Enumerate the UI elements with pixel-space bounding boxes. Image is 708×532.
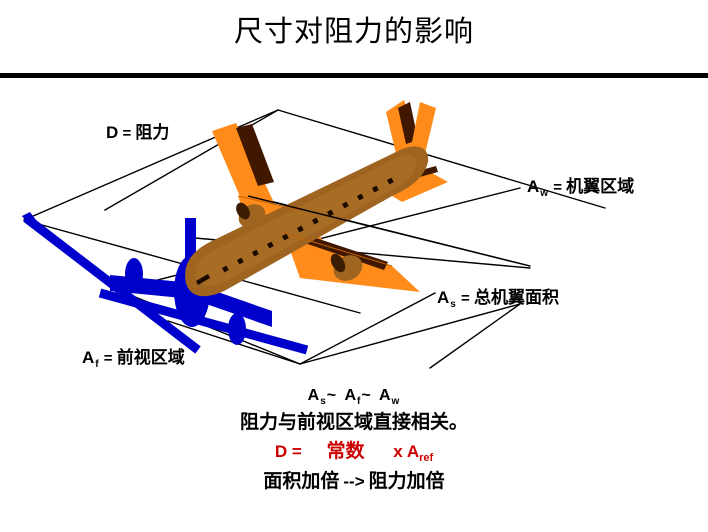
frontal-plane-edge	[98, 288, 309, 355]
aw-subscript: w	[391, 396, 400, 407]
aircraft-diagram	[0, 78, 708, 388]
wireframe-line	[277, 109, 606, 209]
aircraft-engine-left	[236, 202, 266, 228]
drag-text: 阻力	[135, 123, 170, 142]
page-title: 尺寸对阻力的影响	[233, 16, 474, 48]
cockpit-window	[196, 274, 210, 285]
aircraft-diagram-svg	[22, 100, 606, 369]
as-symbol: A	[307, 387, 320, 404]
implies-arrow: -->	[343, 472, 365, 491]
frontal-area-equals: =	[103, 350, 113, 367]
leader-line-aw	[247, 195, 531, 267]
footer-block: As~ Af~ Aw 阻力与前视区域直接相关。 D = 常数 x Aref 面积…	[0, 387, 708, 492]
relation-statement: 阻力与前视区域直接相关。	[239, 412, 468, 433]
aircraft-engine-right	[330, 253, 363, 281]
total-wing-area-symbol: A	[437, 288, 450, 307]
frontal-right-engine	[228, 313, 246, 345]
stabilizer-stripe	[236, 124, 274, 186]
aw-symbol: A	[378, 387, 391, 404]
drag-equals: =	[122, 125, 132, 142]
drag-times: x	[393, 442, 403, 461]
tilde-2: ~	[361, 387, 371, 404]
af-subscript: f	[357, 396, 361, 407]
wing-edge	[237, 195, 301, 211]
drag-area-symbol: A	[406, 442, 420, 461]
wireframe-line	[299, 303, 521, 365]
wing-area-symbol: A	[527, 177, 540, 196]
wing-area-text: 机翼区域	[566, 177, 635, 196]
label-frontal-area: Af = 前视区域	[82, 348, 185, 370]
wing-area-subscript: w	[540, 188, 549, 199]
doubling-cause: 面积加倍	[263, 471, 340, 492]
total-wing-area-subscript: s	[450, 299, 456, 310]
drag-lhs: D	[274, 442, 288, 461]
leader-line-as	[299, 292, 436, 365]
label-drag: D = 阻力	[106, 124, 169, 141]
af-symbol: A	[344, 387, 356, 404]
frontal-left-engine	[125, 258, 143, 290]
as-subscript: s	[320, 396, 326, 407]
frontal-area-symbol: A	[82, 348, 95, 367]
window-row	[222, 177, 394, 273]
fuselage-highlight	[195, 155, 417, 286]
total-wing-area-text: 总机翼面积	[473, 288, 559, 307]
drag-constant: 常数	[326, 441, 365, 462]
doubling-effect: 阻力加倍	[368, 471, 445, 492]
wireframe-line	[429, 303, 521, 369]
drag-area-subscript: ref	[419, 452, 434, 464]
tilde-1: ~	[326, 387, 337, 404]
frontal-vertical-fin	[185, 218, 196, 270]
frontal-area-text: 前视区域	[116, 348, 185, 367]
wing-area-equals: =	[553, 179, 562, 196]
fin-stripe	[398, 102, 418, 144]
airliner-body	[185, 100, 448, 297]
wing-edge	[283, 232, 393, 267]
label-total-wing-area: As = 总机翼面积	[437, 288, 559, 310]
title-divider	[0, 73, 708, 78]
total-wing-area-equals: =	[461, 290, 470, 307]
doubling-statement: 面积加倍-->阻力加倍	[0, 472, 708, 491]
drag-equals-sign: =	[291, 442, 302, 461]
proportionality-formula: As~ Af~ Aw	[0, 387, 708, 407]
drag-symbol: D	[106, 123, 119, 142]
label-wing-area: Aw = 机翼区域	[527, 177, 635, 199]
aircraft-fin-right	[410, 102, 436, 158]
drag-equation: D = 常数 x Aref	[0, 441, 708, 464]
frontal-area-subscript: f	[95, 359, 99, 370]
